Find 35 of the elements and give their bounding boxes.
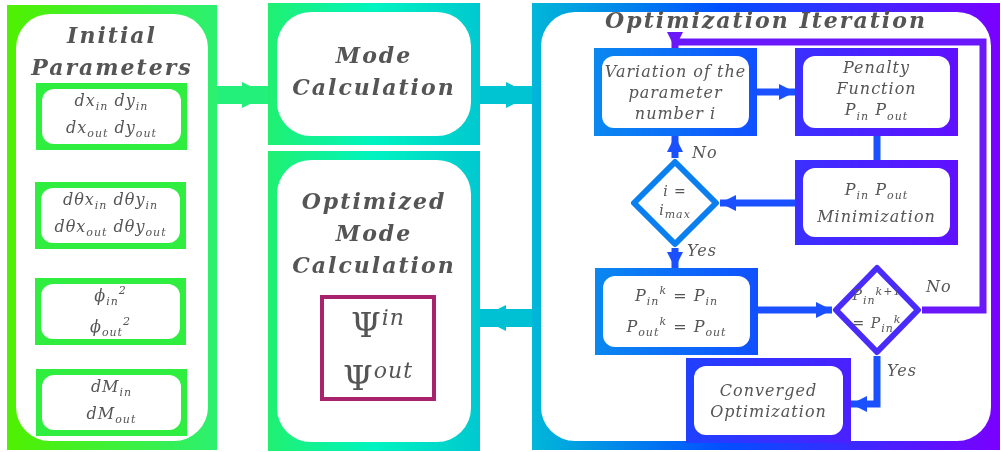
process-box — [36, 369, 187, 436]
process-box — [35, 182, 186, 249]
panel-title: Initial Parameters — [29, 21, 194, 82]
panel-title: Mode Calculation — [291, 41, 457, 102]
process-box — [595, 268, 758, 355]
process-box — [795, 160, 958, 245]
connector-line — [873, 136, 881, 160]
box-text: Penalty Function P$_{in}$ P$_{out}$ — [835, 57, 918, 125]
box-text: dM$_{in}$ dM$_{out}$ — [85, 375, 138, 428]
panel — [268, 3, 480, 145]
box-text: Variation of the parameter number i — [603, 60, 748, 124]
panel — [532, 3, 1000, 450]
process-box — [686, 358, 851, 443]
box-text: P$_{in}$ P$_{out}$ Minimization — [816, 178, 937, 227]
result-box — [320, 295, 436, 401]
panel — [7, 5, 217, 450]
process-box — [594, 48, 757, 136]
panel — [268, 151, 480, 451]
panel-title: Optimized Mode Calculation — [291, 187, 457, 280]
block-arrow — [217, 82, 268, 108]
box-text: Converged Optimization — [709, 379, 828, 422]
condition-text: i = i$_{max}$ — [658, 181, 692, 224]
block-arrow — [480, 305, 532, 331]
box-text: Ψ$^{in}$ Ψ$^{out}$ — [341, 303, 415, 401]
panel-title: Optimization Iteration — [604, 6, 928, 35]
box-text: dx$_{in}$ dy$_{in}$ dx$_{out}$ dy$_{out}$ — [65, 89, 158, 142]
block-arrow — [480, 82, 532, 108]
box-text: dθx$_{in}$ dθy$_{in}$ dθx$_{out}$ dθy$_{out}$ — [53, 188, 168, 241]
process-box — [795, 48, 958, 136]
process-box — [36, 83, 187, 150]
decision-diamond — [832, 264, 922, 356]
process-box — [35, 278, 186, 345]
box-text: P$_{in}$$^{k}$ = P$_{in}$ P$_{out}$$^{k}$ = P$_{out}$ — [625, 283, 728, 341]
arrow — [667, 32, 987, 314]
arrow — [757, 84, 795, 100]
